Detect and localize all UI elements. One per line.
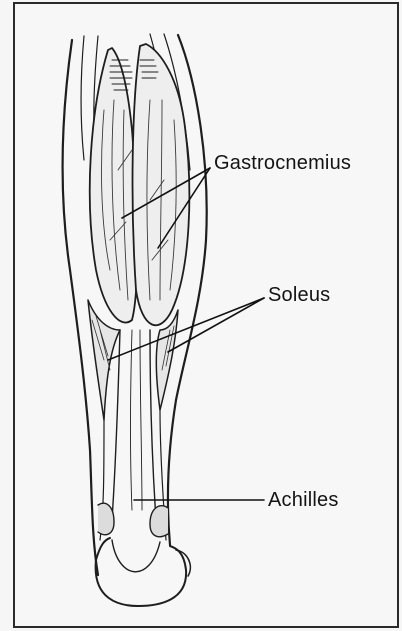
label-achilles: Achilles (268, 489, 339, 512)
label-gastrocnemius: Gastrocnemius (214, 152, 351, 175)
ankle-bone-left (98, 503, 114, 534)
ankle-bone-right (150, 506, 168, 537)
figure-frame (14, 3, 398, 627)
label-soleus: Soleus (268, 284, 330, 307)
